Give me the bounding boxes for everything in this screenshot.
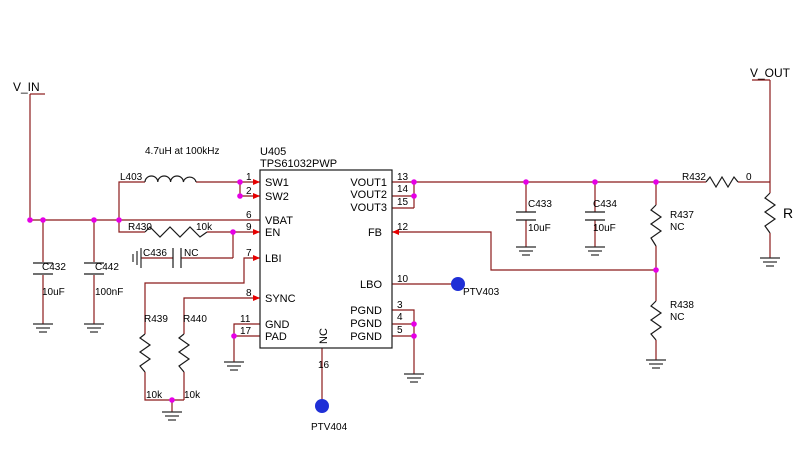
wires <box>29 79 771 412</box>
pin-number: 8 <box>246 288 252 299</box>
net-label-vout: V_OUT <box>750 66 791 80</box>
pin-name: PAD <box>265 331 287 343</box>
c436-ref: C436 <box>143 248 167 259</box>
capacitor-c432[interactable] <box>33 262 53 275</box>
r438-value: NC <box>670 312 684 323</box>
r430-value: 10k <box>196 222 213 233</box>
pin-number: 3 <box>397 300 403 311</box>
ic-pin-arrows <box>253 179 399 301</box>
r439-ref: R439 <box>144 314 168 325</box>
ground-icon <box>162 411 182 421</box>
pin-name: VOUT2 <box>350 189 387 201</box>
pin-number: 5 <box>397 325 403 336</box>
c432-ref: C432 <box>42 262 66 273</box>
r440-ref: R440 <box>183 314 207 325</box>
ptv404-label: PTV404 <box>311 422 348 433</box>
ptv403-label: PTV403 <box>463 287 500 298</box>
pin-name: LBO <box>360 279 382 291</box>
inductor-l403[interactable] <box>144 175 197 183</box>
r438-ref: R438 <box>670 300 694 311</box>
pin-number: 14 <box>397 184 409 195</box>
c434-value: 10uF <box>593 223 616 234</box>
resistor-r440[interactable] <box>177 333 191 373</box>
testpoint-ptv403-dot[interactable] <box>451 277 465 291</box>
pin-name: PGND <box>350 318 382 330</box>
pin-name: PGND <box>350 305 382 317</box>
ground-icon <box>404 373 424 383</box>
ic-body <box>259 169 393 349</box>
pin-number: 11 <box>240 314 251 325</box>
resistor-r437[interactable] <box>649 204 663 247</box>
capacitor-c433[interactable] <box>516 211 536 221</box>
r439-value: 10k <box>146 390 163 401</box>
pin-name: VOUT3 <box>350 202 387 214</box>
pin-name: FB <box>368 227 382 239</box>
ground-symbols <box>33 246 780 421</box>
pin-name: VBAT <box>265 215 293 227</box>
pin-number: 1 <box>246 172 252 183</box>
ground-icon <box>760 257 780 267</box>
pin-number: 13 <box>397 172 409 183</box>
l403-value: 4.7uH at 100kHz <box>145 146 220 157</box>
c433-ref: C433 <box>528 199 552 210</box>
resistor-r438[interactable] <box>649 300 663 341</box>
net-label-vin: V_IN <box>13 80 40 94</box>
pin-number: 10 <box>397 274 409 285</box>
ground-icon <box>33 323 53 333</box>
pin-number: 2 <box>246 186 252 197</box>
r432-ref: R432 <box>682 172 706 183</box>
pin-number: 12 <box>397 222 409 233</box>
resistor-r432[interactable] <box>705 175 739 189</box>
pin-name: VOUT1 <box>350 177 387 189</box>
ground-icon <box>516 246 536 256</box>
capacitor-c436[interactable] <box>172 248 182 268</box>
l403-ref: L403 <box>120 172 143 183</box>
pin-name: NC <box>318 328 330 344</box>
r437-value: NC <box>670 222 684 233</box>
r432-value: 0 <box>746 172 752 183</box>
pin-name: EN <box>265 227 280 239</box>
ground-icon <box>84 323 104 333</box>
resistor-r439[interactable] <box>138 333 152 373</box>
ic-ref: U405 <box>260 146 286 158</box>
resistor-load-r[interactable] <box>763 192 777 234</box>
c434-ref: C434 <box>593 199 617 210</box>
r437-ref: R437 <box>670 210 694 221</box>
pin-number: 17 <box>240 326 252 337</box>
c442-ref: C442 <box>95 262 119 273</box>
ic-part: TPS61032PWP <box>260 158 337 170</box>
pin-number: 6 <box>246 210 252 221</box>
capacitor-c442[interactable] <box>84 262 104 275</box>
r430-ref: R430 <box>128 222 152 233</box>
ground-icon <box>132 248 142 268</box>
pin-number: 15 <box>397 197 409 208</box>
pin-number: 16 <box>318 360 330 371</box>
pin-number: 7 <box>246 248 252 259</box>
testpoint-ptv404-dot[interactable] <box>315 399 329 413</box>
junction-dots <box>27 179 659 403</box>
ground-icon <box>646 359 666 369</box>
load-resistor-ref: R <box>783 205 793 221</box>
pin-name: SYNC <box>265 293 296 305</box>
ground-icon <box>585 246 605 256</box>
pin-name: LBI <box>265 253 282 265</box>
c442-value: 100nF <box>95 287 123 298</box>
ground-icon <box>224 361 244 371</box>
c432-value: 10uF <box>42 287 65 298</box>
capacitor-c434[interactable] <box>585 211 605 221</box>
c436-value: NC <box>184 248 198 259</box>
pin-name: SW1 <box>265 177 289 189</box>
resistor-r430[interactable] <box>144 226 208 238</box>
pin-name: PGND <box>350 331 382 343</box>
pin-number: 9 <box>246 222 252 233</box>
r440-value: 10k <box>184 390 201 401</box>
pin-name: GND <box>265 319 290 331</box>
c433-value: 10uF <box>528 223 551 234</box>
pin-number: 4 <box>397 312 403 323</box>
pin-name: SW2 <box>265 191 289 203</box>
